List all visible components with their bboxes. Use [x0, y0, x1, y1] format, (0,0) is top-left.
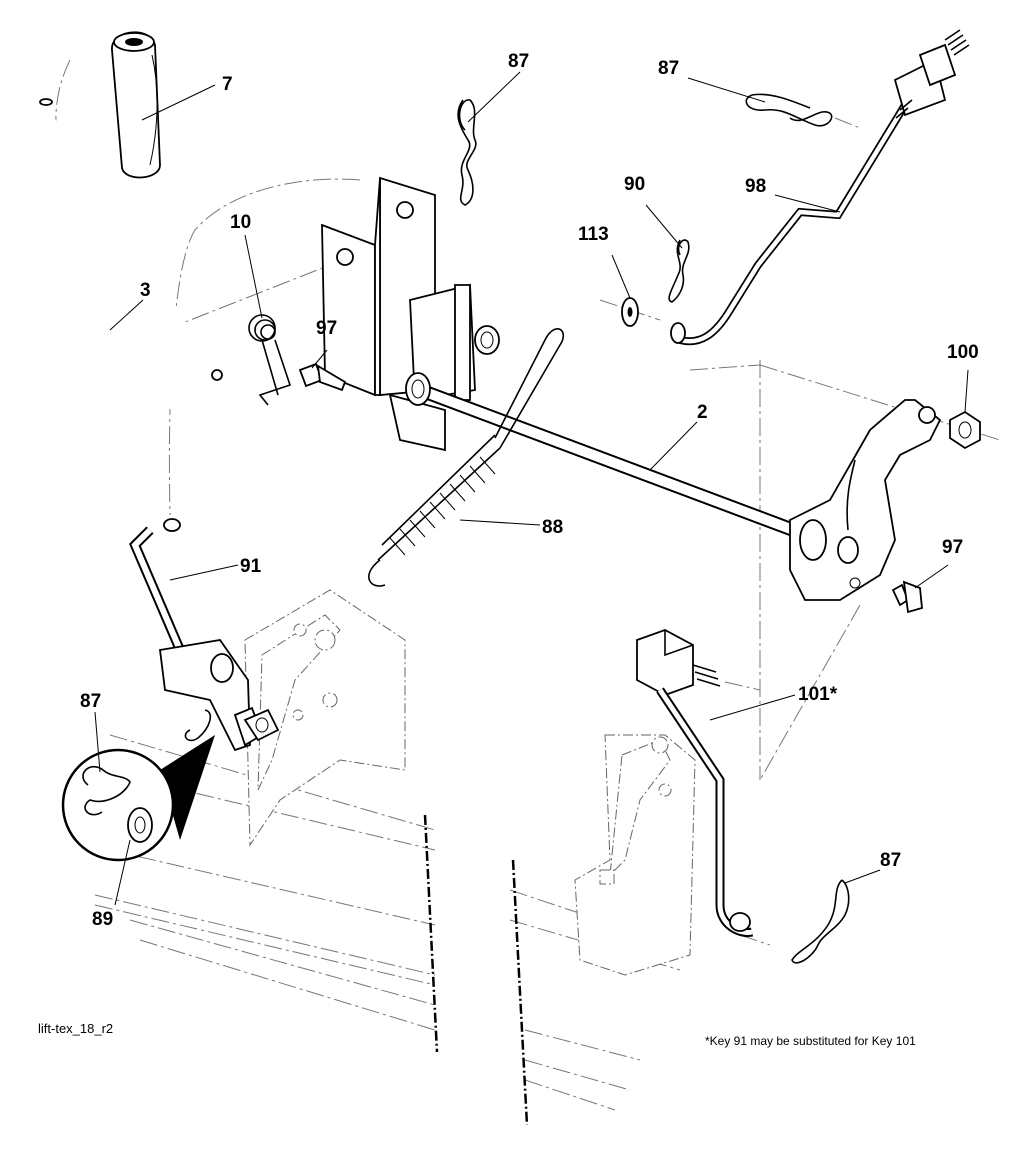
callout-7: 7	[222, 74, 233, 95]
hair-pin-clip-top	[457, 99, 477, 206]
hair-pin-clip-link	[184, 709, 212, 742]
right-lift-arm	[789, 399, 942, 601]
callout-3: 3	[140, 280, 151, 301]
callout-101: 101*	[798, 684, 838, 705]
bolt-97-upper	[298, 362, 347, 392]
callout-87-top: 87	[508, 51, 529, 72]
callout-10: 10	[230, 212, 251, 233]
torsion-spring	[248, 314, 292, 406]
deck-bracket-left	[244, 589, 406, 847]
callout-87-bottom-right: 87	[880, 850, 901, 871]
deck-bracket-right	[574, 734, 696, 976]
lift-link-alt	[636, 629, 754, 937]
callout-87-detail: 87	[80, 691, 101, 712]
drawing-id: lift-tex_18_r2	[38, 1021, 113, 1036]
callout-90: 90	[624, 174, 645, 195]
bolt-97-lower	[891, 580, 923, 614]
lift-link	[129, 518, 280, 752]
callout-labels: 7 87 87 90 98 113 10 97 3 100 2 88 91 97…	[80, 51, 979, 930]
callout-98: 98	[745, 176, 766, 197]
break-lines	[423, 814, 529, 1126]
callout-2: 2	[697, 402, 708, 423]
callout-97-upper: 97	[316, 318, 337, 339]
callout-97-lower: 97	[942, 537, 963, 558]
substitution-note: *Key 91 may be substituted for Key 101	[705, 1034, 916, 1048]
lift-shaft	[405, 372, 823, 547]
extension-spring	[368, 328, 565, 587]
lift-lever	[39, 98, 223, 417]
callout-89: 89	[92, 909, 113, 930]
hair-pin-clip-top-right	[745, 93, 833, 127]
callout-87-top-right: 87	[658, 58, 679, 79]
nut-100	[949, 410, 981, 450]
hair-pin-clip-90	[668, 239, 690, 303]
detail-magnifier	[61, 735, 215, 862]
washer-113	[621, 297, 639, 327]
adjustment-rod	[670, 29, 970, 346]
callout-88: 88	[542, 517, 563, 538]
main-bracket	[321, 176, 500, 452]
callout-100: 100	[947, 342, 979, 363]
hair-pin-clip-bottom-right	[791, 879, 850, 964]
callout-91: 91	[240, 556, 262, 577]
callout-113: 113	[578, 224, 609, 245]
handle-grip	[111, 31, 161, 179]
leader-lines	[94, 71, 969, 906]
